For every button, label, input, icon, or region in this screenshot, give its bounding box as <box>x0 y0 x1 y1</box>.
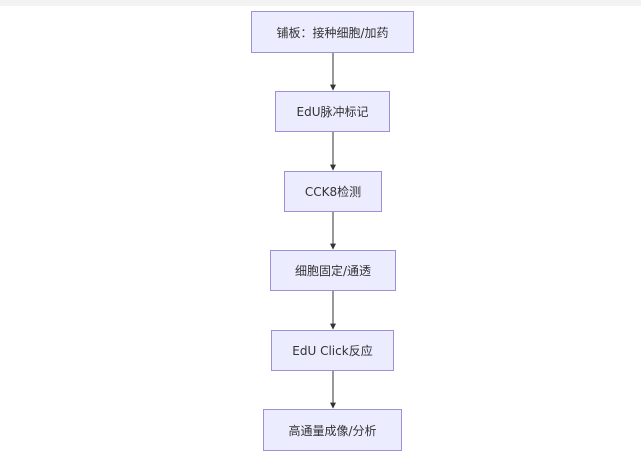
node-fix-perm: 细胞固定/通透 <box>270 250 396 291</box>
node-label: EdU脉冲标记 <box>296 105 369 119</box>
node-edu-click: EdU Click反应 <box>271 330 394 371</box>
node-label: 细胞固定/通透 <box>294 264 372 278</box>
node-cck8: CCK8检测 <box>284 171 382 212</box>
node-label: 铺板：接种细胞/加药 <box>276 25 389 40</box>
node-label: EdU Click反应 <box>292 344 373 358</box>
top-bar <box>0 0 641 6</box>
node-edu-pulse: EdU脉冲标记 <box>275 91 390 132</box>
node-plating: 铺板：接种细胞/加药 <box>251 11 414 53</box>
node-imaging: 高通量成像/分析 <box>263 409 402 451</box>
node-label: 高通量成像/分析 <box>288 423 377 438</box>
node-label: CCK8检测 <box>304 185 362 199</box>
